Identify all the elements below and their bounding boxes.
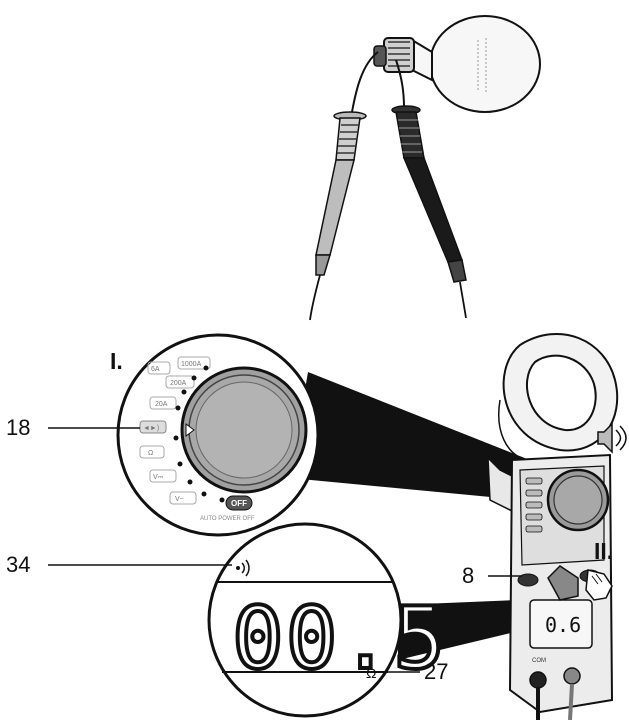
dial-range-vdc: V⎓	[153, 474, 164, 481]
dial-range-ohm: Ω	[148, 450, 153, 457]
dial-range-continuity: ◄►)	[143, 425, 159, 432]
display-unit-ohm: Ω	[366, 665, 376, 681]
svg-text:COM: COM	[532, 658, 546, 664]
dial-range-20a: 20A	[155, 401, 168, 408]
meter-lcd-reading: 0.6	[545, 613, 581, 637]
callout-27: 27	[424, 661, 448, 683]
dial-range-vac: V~	[175, 496, 184, 503]
callout-8: 8	[462, 565, 474, 587]
light-bulb-icon	[374, 16, 540, 112]
dial-off-label: OFF	[231, 499, 247, 508]
red-test-probe	[310, 52, 378, 320]
callout-34: 34	[6, 554, 30, 576]
dial-auto-power-label: AUTO POWER OFF	[200, 516, 255, 522]
display-reading: 00.5	[232, 589, 447, 689]
step-label-2: II.	[594, 538, 613, 565]
dial-range-200a: 200A	[170, 380, 187, 387]
clamp-meter: COM	[488, 334, 617, 720]
step-label-1: I.	[110, 348, 123, 375]
dial-zoom-circle	[118, 335, 318, 535]
callout-18: 18	[6, 417, 30, 439]
dial-range-6a: 6A	[151, 366, 160, 373]
dial-range-1000a: 1000A	[181, 361, 202, 368]
